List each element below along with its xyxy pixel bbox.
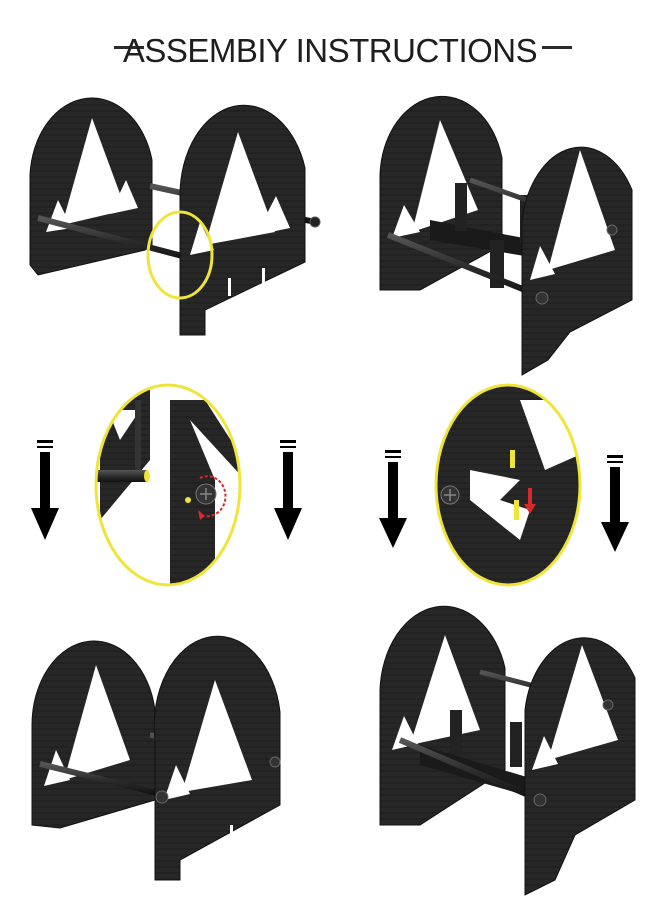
rod — [37, 215, 206, 265]
title-left-line — [114, 46, 144, 49]
down-arrow-icon — [31, 440, 59, 540]
zoom-circle — [434, 383, 582, 587]
page-title: ASSEMBIY INSTRUCTIONS — [122, 32, 538, 69]
down-arrow-icon — [379, 450, 407, 548]
screw — [309, 216, 321, 228]
step-1-illustration — [29, 97, 321, 336]
side-panel-back — [29, 97, 153, 276]
highlight-circle — [146, 210, 214, 300]
zoom-circle — [94, 383, 242, 587]
step-3-illustration — [31, 635, 281, 881]
step-2-illustration — [379, 95, 633, 376]
title-right-line — [542, 46, 572, 49]
rotate-arrow-icon — [199, 475, 227, 518]
down-arrow-icon — [274, 440, 302, 540]
down-arrow-icon — [601, 455, 629, 552]
side-panel-front — [179, 104, 306, 336]
title-row: ASSEMBIY INSTRUCTIONS — [0, 26, 660, 76]
step-4-illustration — [379, 605, 636, 896]
